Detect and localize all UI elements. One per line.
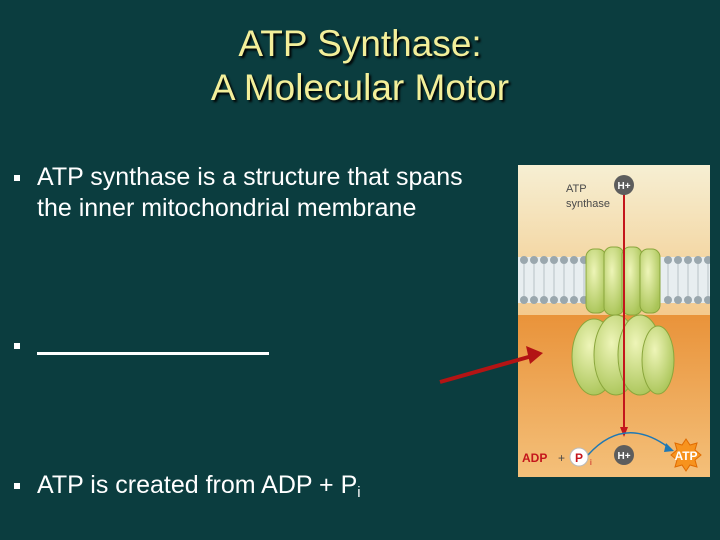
atp-synthase-figure: ATP synthase H+ H+ ADP + P i ATP [518,165,710,477]
atp-label: ATP [674,449,697,463]
title-line-1: ATP Synthase: [238,23,482,64]
pi-label: P [575,451,583,465]
plus-label: + [558,451,565,465]
bullet-1-text: ATP synthase is a structure that spans t… [37,163,463,222]
bullet-3-text: ATP is created from ADP + Pi [37,471,361,501]
bullet-1: ATP synthase is a structure that spans t… [14,162,494,224]
slide-title: ATP Synthase: A Molecular Motor [0,22,720,110]
pi-subscript: i [590,458,592,467]
h-plus-top: H+ [617,181,630,192]
fill-in-blank-line [37,352,269,355]
bullet-3: ATP is created from ADP + Pi [14,470,494,508]
bullet-2-blank [37,330,494,361]
reaction-arrow-head [664,443,674,452]
f0-subunit [585,246,661,316]
adp-label: ADP [522,451,547,465]
bullet-2 [14,330,494,361]
reaction-curve [587,432,669,456]
atp-starburst [670,438,702,472]
h-plus-top-badge [614,175,634,195]
title-line-2: A Molecular Motor [210,67,510,108]
h-plus-bottom: H+ [617,451,630,462]
pi-badge [569,447,589,467]
bullet-marker [14,175,20,181]
bullet-marker [14,343,20,349]
h-plus-bottom-badge [614,445,634,465]
f1-head [571,314,675,396]
atp-synthase-label-1: ATP [566,183,587,195]
atp-synthase-label-2: synthase [566,198,610,210]
proton-arrow-head [620,427,628,437]
bullet-marker [14,483,20,489]
